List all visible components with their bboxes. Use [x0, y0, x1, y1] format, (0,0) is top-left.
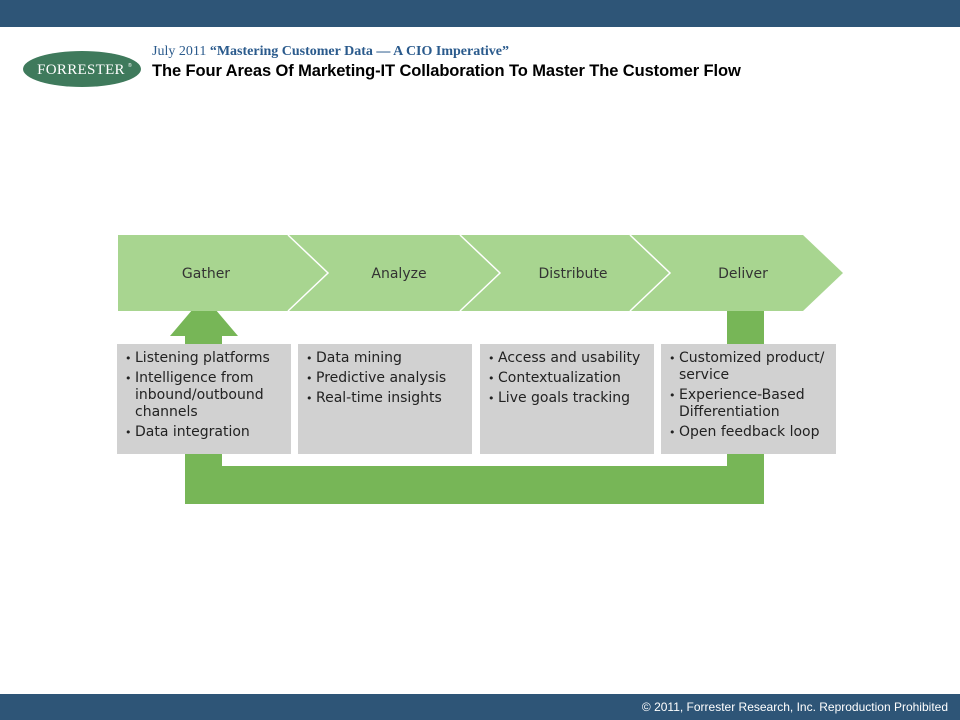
top-banner: [0, 0, 960, 27]
chevron-divider-2: [459, 234, 502, 312]
list-item: Contextualization: [488, 370, 648, 387]
copyright-notice: © 2011, Forrester Research, Inc. Reprodu…: [641, 700, 948, 714]
stage-label-distribute: Distribute: [539, 266, 608, 282]
report-reference: July 2011 “Mastering Customer Data — A C…: [152, 44, 509, 60]
chevron-divider-3: [629, 234, 672, 312]
svg-text:FORRESTER: FORRESTER: [37, 62, 125, 78]
list-item: Open feedback loop: [669, 424, 830, 441]
report-date: July 2011: [152, 44, 207, 59]
analyze-box: Data mining Predictive analysis Real-tim…: [298, 344, 472, 454]
stage-label-gather: Gather: [182, 266, 230, 282]
list-item: Data integration: [125, 424, 285, 441]
list-item: Access and usability: [488, 350, 648, 367]
stage-label-deliver: Deliver: [718, 266, 768, 282]
forrester-logo: FORRESTER ®: [22, 50, 142, 88]
gather-box: Listening platforms Intelligence from in…: [117, 344, 291, 454]
feedback-loop-arrowhead: [170, 296, 238, 336]
slide-title: The Four Areas Of Marketing-IT Collabora…: [152, 62, 741, 80]
list-item: Customized product/ service: [669, 350, 830, 384]
deliver-box: Customized product/ service Experience-B…: [661, 344, 836, 454]
list-item: Real-time insights: [306, 390, 466, 407]
chevron-divider-1: [287, 234, 330, 312]
list-item: Experience-Based Differentiation: [669, 387, 830, 421]
footer-bar: © 2011, Forrester Research, Inc. Reprodu…: [0, 694, 960, 720]
svg-text:®: ®: [128, 62, 132, 69]
process-arrow: [118, 235, 843, 311]
list-item: Listening platforms: [125, 350, 285, 367]
list-item: Live goals tracking: [488, 390, 648, 407]
stage-label-analyze: Analyze: [371, 266, 426, 282]
report-title: “Mastering Customer Data — A CIO Imperat…: [209, 44, 509, 59]
list-item: Data mining: [306, 350, 466, 367]
feedback-loop-bottom: [185, 466, 764, 504]
list-item: Intelligence from inbound/outbound chann…: [125, 370, 285, 421]
list-item: Predictive analysis: [306, 370, 466, 387]
distribute-box: Access and usability Contextualization L…: [480, 344, 654, 454]
